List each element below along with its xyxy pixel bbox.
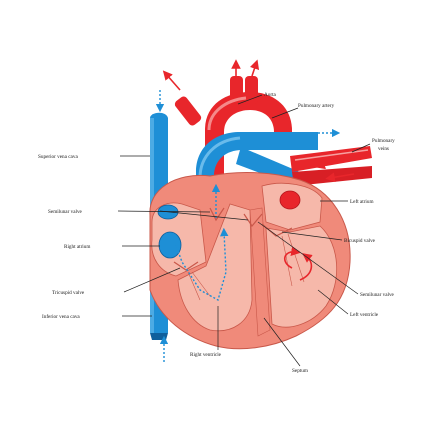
tricuspid-valve-shape bbox=[173, 261, 199, 271]
label-superior-vena-cava: Superior vena cava bbox=[38, 154, 78, 160]
label-pulmonary-veins-line1: Pulmonary bbox=[372, 138, 395, 144]
label-pulmonary-veins-line2: veins bbox=[378, 146, 389, 152]
flow-arrows bbox=[155, 59, 355, 362]
label-tricuspid-valve: Tricuspid valve bbox=[52, 290, 85, 296]
labels: Aorta Pulmonary artery Pulmonary veins S… bbox=[38, 92, 395, 374]
label-left-atrium: Left atrium bbox=[350, 198, 373, 205]
label-left-ventricle: Left ventricle bbox=[350, 311, 379, 318]
label-bicuspid-valve: Bicuspid valve bbox=[344, 238, 376, 244]
semilunar-valve-pulmonary bbox=[209, 207, 225, 222]
pulmonary-veins-vessel bbox=[290, 146, 372, 186]
label-right-atrium: Right atrium bbox=[64, 244, 90, 250]
label-right-ventricle: Right ventricle bbox=[190, 352, 222, 358]
label-septum: Septum bbox=[292, 368, 308, 374]
leader-lines bbox=[117, 94, 371, 367]
semilunar-valve-aortic bbox=[243, 213, 263, 228]
heart-body bbox=[149, 172, 351, 350]
label-pulmonary-artery: Pulmonary artery bbox=[298, 103, 335, 109]
label-inferior-vena-cava: Inferior vena cava bbox=[42, 313, 80, 320]
label-aorta: Aorta bbox=[264, 92, 277, 98]
label-semilunar-valve-left: Semilunar valve bbox=[48, 209, 83, 215]
aorta-vessel bbox=[174, 76, 292, 205]
label-semilunar-valve-right: Semilunar valve bbox=[360, 292, 395, 298]
